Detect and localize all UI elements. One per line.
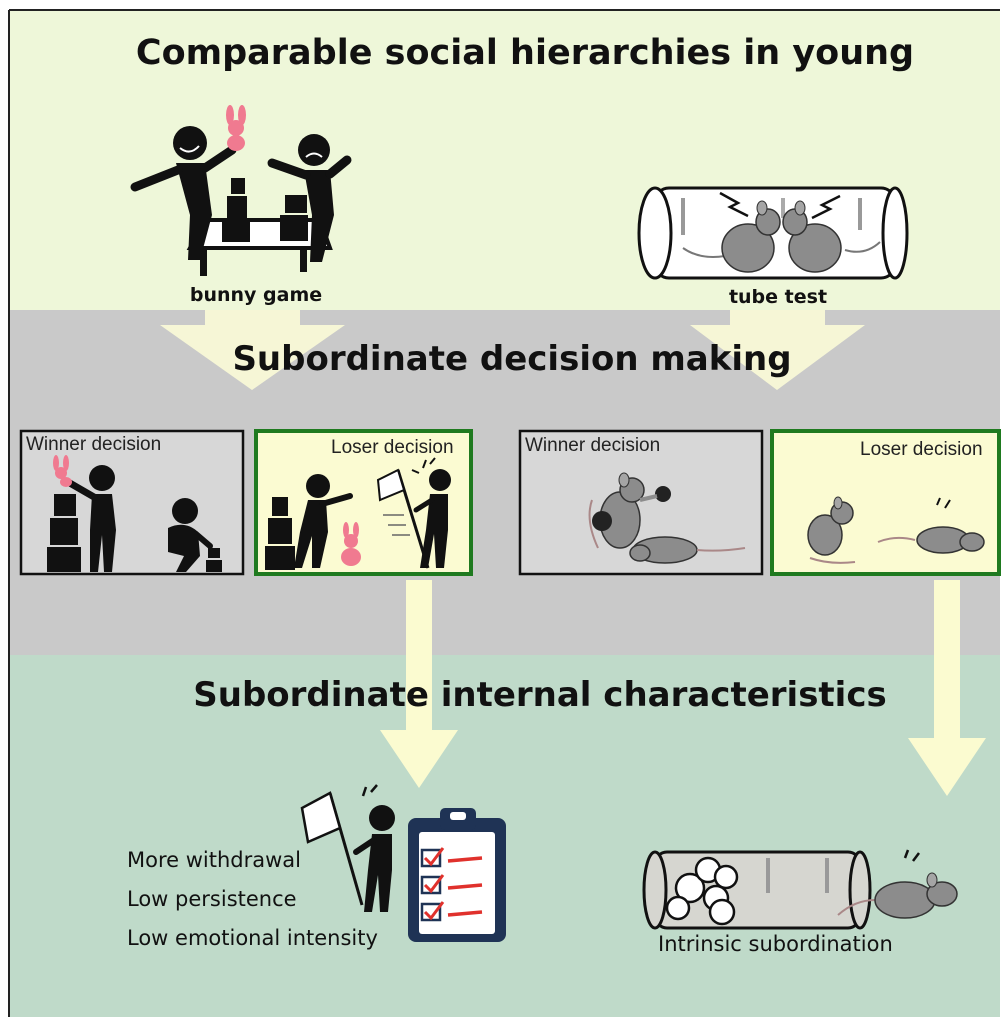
mouse-right-icon xyxy=(782,200,881,273)
mouse-left-icon xyxy=(682,200,781,273)
caption-tube-test: tube test xyxy=(729,286,827,308)
title-bottom: Subordinate internal characteristics xyxy=(193,675,886,715)
trait-2: Low persistence xyxy=(127,887,297,911)
clipboard-icon xyxy=(408,808,506,942)
mouse-loser-illustration xyxy=(807,496,985,564)
child-winner-illustration xyxy=(47,455,222,572)
title-top: Comparable social hierarchies in young xyxy=(136,33,914,73)
intrinsic-subordination-illustration xyxy=(642,849,958,930)
arrow-down-left xyxy=(160,310,345,390)
arrow-down-mouse xyxy=(908,580,986,796)
tube-test-illustration xyxy=(637,186,909,280)
withdrawing-child-icon xyxy=(300,784,395,912)
trait-3: Low emotional intensity xyxy=(127,926,378,950)
arrow-down-right xyxy=(690,310,865,390)
panel-mouse-loser-label: Loser decision xyxy=(860,439,983,460)
caption-intrinsic-subordination: Intrinsic subordination xyxy=(658,932,893,956)
bunny-game-illustration xyxy=(130,105,352,276)
panel-mouse-loser xyxy=(770,429,1001,576)
panel-mouse-winner-label: Winner decision xyxy=(525,435,660,456)
panel-child-winner-label: Winner decision xyxy=(26,434,161,455)
title-middle: Subordinate decision making xyxy=(232,339,791,379)
trait-1: More withdrawal xyxy=(127,848,301,872)
arrow-down-child xyxy=(380,580,458,788)
child-loser-illustration xyxy=(265,457,451,570)
panel-child-loser-label: Loser decision xyxy=(331,437,454,458)
mouse-winner-illustration xyxy=(588,472,746,564)
bunny-toy-icon xyxy=(226,105,246,151)
caption-bunny-game: bunny game xyxy=(190,284,322,306)
